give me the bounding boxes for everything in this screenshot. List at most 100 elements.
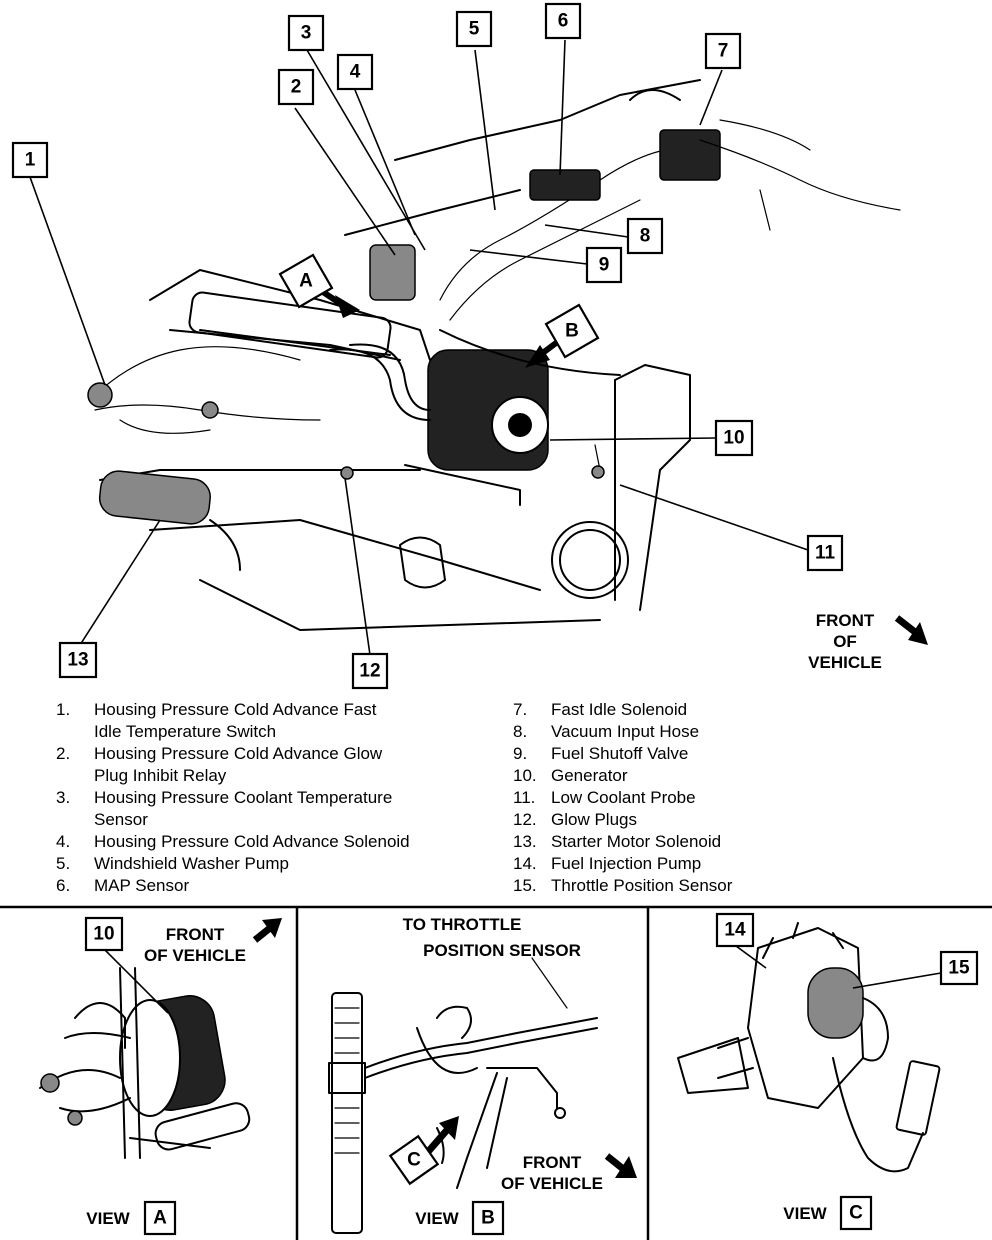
svg-text:5: 5 (469, 19, 480, 40)
legend-item-label: Housing Pressure Cold Advance Fast (94, 700, 377, 719)
legend-item-number: 4. (56, 832, 71, 851)
svg-text:1: 1 (25, 150, 36, 171)
legend-item: 10. Generator (513, 765, 732, 787)
callout-11: 11 (806, 534, 844, 572)
svg-text:3: 3 (301, 23, 312, 44)
view-b-artwork (328, 957, 598, 1234)
legend-item-number: 11. (513, 788, 536, 807)
view-c-caption: VIEW (783, 1204, 827, 1223)
legend-item-number: 15. (513, 876, 537, 895)
view-b-c-arrow: C (388, 1116, 459, 1186)
legend-item-number: 9. (513, 744, 528, 763)
legend-item-label: Throttle Position Sensor (551, 876, 733, 895)
svg-text:FRONT: FRONT (816, 611, 875, 630)
legend-item-number: 13. (513, 832, 537, 851)
view-a-artwork (39, 967, 251, 1159)
legend-item-label: Generator (551, 766, 628, 785)
svg-text:11: 11 (815, 543, 836, 564)
legend-item-number: 14. (513, 854, 537, 873)
view-c-letter-box: C (839, 1195, 873, 1231)
callout-9: 9 (585, 246, 623, 284)
legend-item-label: Fast Idle Solenoid (551, 700, 688, 719)
panel-dividers (0, 905, 992, 1240)
callout-7: 7 (704, 32, 742, 70)
legend-item-number: 12. (513, 810, 537, 829)
view-c-callout-15: 15 (939, 950, 979, 986)
view-a-letter-box: A (143, 1200, 177, 1236)
legend-item-label: Plug Inhibit Relay (94, 766, 227, 785)
view-a-front-line2: OF VEHICLE (144, 946, 246, 965)
legend-item-number: 7. (513, 700, 528, 719)
svg-text:9: 9 (599, 255, 610, 276)
legend-item: 7. Fast Idle Solenoid (513, 699, 732, 721)
view-b-marker: B (565, 321, 579, 342)
svg-text:VEHICLE: VEHICLE (808, 653, 882, 672)
legend-item: 12. Glow Plugs (513, 809, 732, 831)
legend-item: 3.Housing Pressure Coolant Temperature (56, 787, 410, 809)
legend-item-label: Idle Temperature Switch (94, 722, 277, 741)
legend-item-label: Housing Pressure Coolant Temperature (94, 788, 393, 807)
legend-item: 11. Low Coolant Probe (513, 787, 732, 809)
legend-item-number (56, 721, 94, 743)
callout-2: 2 (277, 68, 315, 106)
svg-text:8: 8 (640, 226, 651, 247)
legend-item: 9. Fuel Shutoff Valve (513, 743, 732, 765)
view-a-arrow: A (278, 253, 360, 318)
svg-text:2: 2 (291, 77, 302, 98)
legend-item-number (56, 765, 94, 787)
callout-8: 8 (626, 217, 664, 255)
svg-text:15: 15 (948, 958, 970, 979)
svg-text:A: A (153, 1208, 167, 1229)
legend-item-number: 1. (56, 700, 71, 719)
callout-1: 1 (11, 141, 49, 179)
svg-text:13: 13 (67, 650, 88, 671)
legend-item: 15. Throttle Position Sensor (513, 875, 732, 897)
view-c-artwork (677, 922, 941, 1173)
engine-artwork (87, 79, 901, 631)
callout-6: 6 (544, 2, 582, 40)
view-b-front-arrow-icon (604, 1153, 637, 1178)
view-b-c-marker: C (407, 1150, 421, 1171)
legend-item-label: Glow Plugs (551, 810, 637, 829)
legend-item: 1. Housing Pressure Cold Advance Fast (56, 699, 410, 721)
view-b-arrow: B (525, 303, 600, 368)
legend-item: 14.Fuel Injection Pump (513, 853, 732, 875)
view-a-front-arrow-icon (252, 918, 282, 943)
legend-item-label: Fuel Shutoff Valve (551, 744, 689, 763)
leader-lines (29, 39, 809, 656)
legend-item: Idle Temperature Switch (56, 721, 410, 743)
view-b-title-line2: POSITION SENSOR (423, 941, 581, 960)
callout-5: 5 (455, 10, 493, 48)
svg-text:6: 6 (558, 11, 569, 32)
legend-item-label: Starter Motor Solenoid (551, 832, 722, 851)
legend-item: 5.Windshield Washer Pump (56, 853, 410, 875)
svg-text:4: 4 (350, 62, 361, 83)
legend-item: 8.Vacuum Input Hose (513, 721, 732, 743)
view-a-panel: 10 FRONT OF VEHICLE VIEW A (39, 916, 282, 1236)
svg-text:C: C (849, 1203, 863, 1224)
legend-item: Sensor (56, 809, 410, 831)
callout-13: 13 (58, 641, 98, 679)
front-of-vehicle-label: FRONT OF VEHICLE (808, 611, 882, 672)
legend-item-number: 6. (56, 876, 71, 895)
legend-item-label: Windshield Washer Pump (94, 854, 289, 873)
view-b-front-line1: FRONT (523, 1153, 582, 1172)
svg-text:14: 14 (724, 920, 746, 941)
legend-item-label: Housing Pressure Cold Advance Solenoid (94, 832, 410, 851)
legend-item: 13. Starter Motor Solenoid (513, 831, 732, 853)
svg-text:7: 7 (718, 41, 729, 62)
legend-item-label: MAP Sensor (94, 876, 190, 895)
legend-item-label: Low Coolant Probe (551, 788, 696, 807)
view-b-letter-box: B (471, 1200, 505, 1236)
legend-item: Plug Inhibit Relay (56, 765, 410, 787)
view-b-front-line2: OF VEHICLE (501, 1174, 603, 1193)
callout-3: 3 (287, 14, 325, 52)
callout-4: 4 (336, 53, 374, 91)
view-c-callout-14: 14 (715, 912, 755, 948)
view-b-title-line1: TO THROTTLE (403, 915, 522, 934)
legend-item-number: 10. (513, 766, 537, 785)
legend-item-label: Housing Pressure Cold Advance Glow (94, 744, 383, 763)
view-a-marker: A (299, 271, 313, 292)
